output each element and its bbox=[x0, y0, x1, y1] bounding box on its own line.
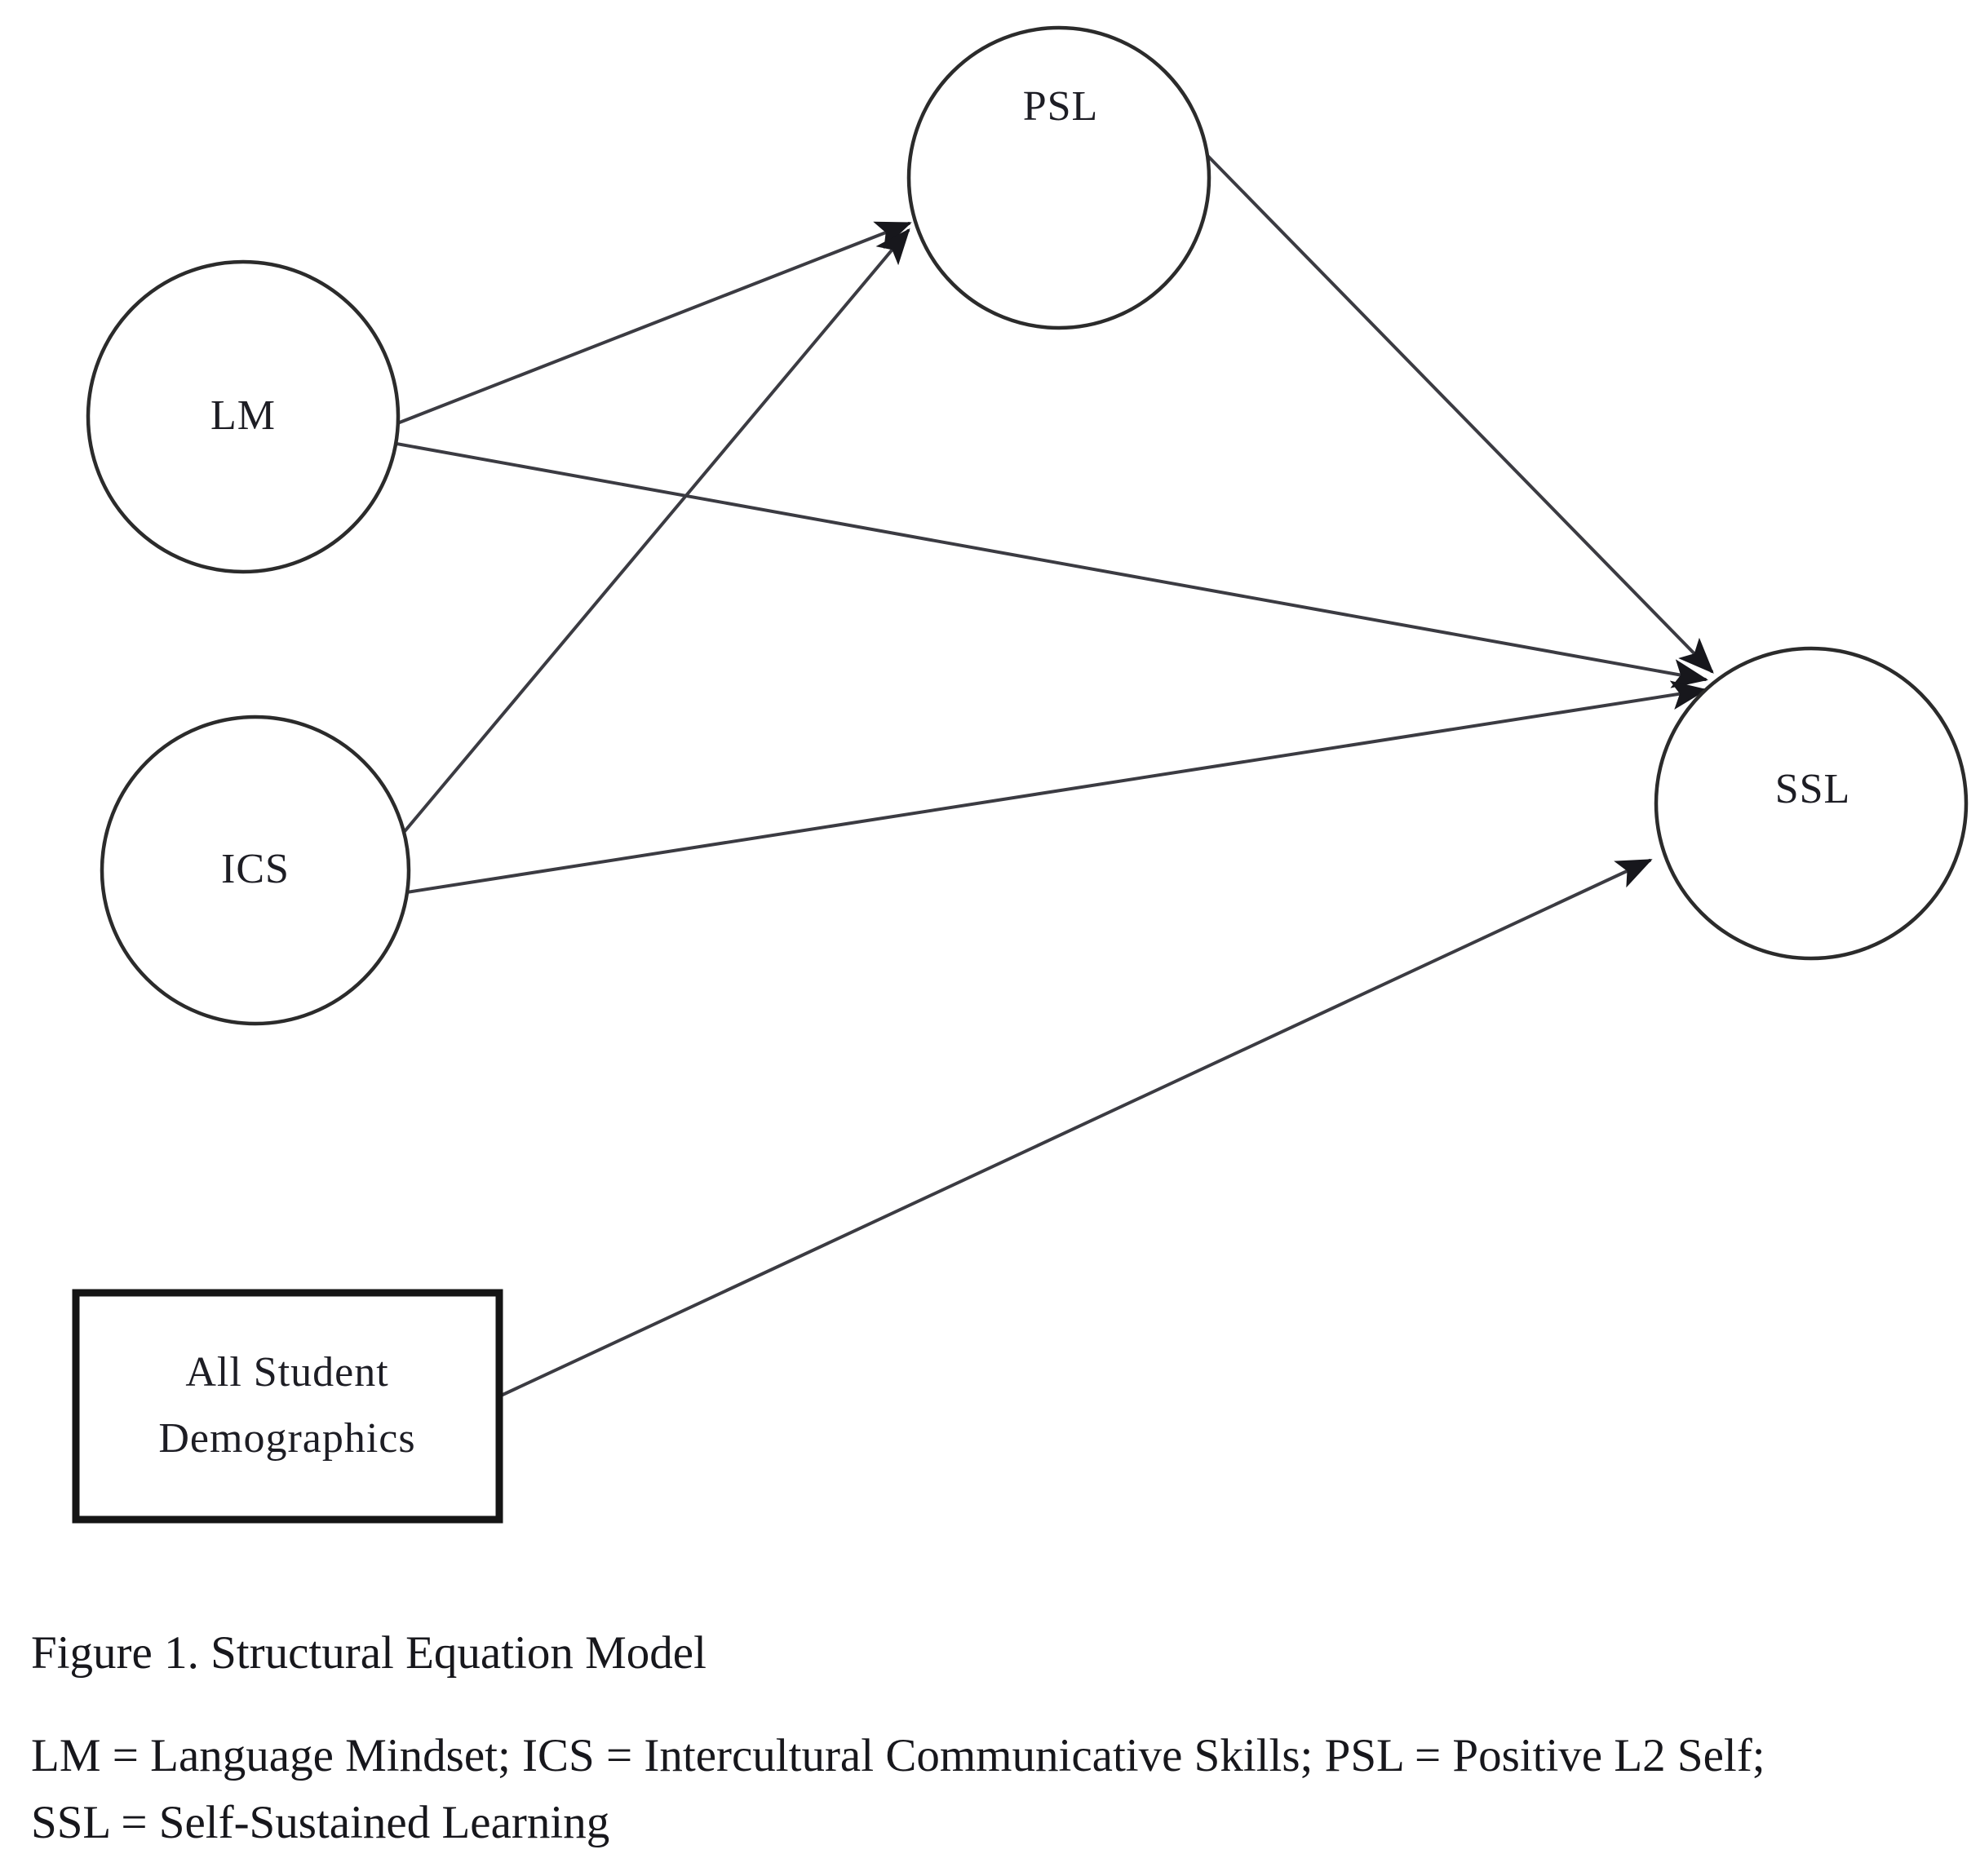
node-ssl-label: SSL bbox=[1775, 766, 1851, 812]
node-ics[interactable]: ICS bbox=[100, 715, 411, 1026]
figure-caption-title: Figure 1. Structural Equation Model bbox=[31, 1627, 707, 1679]
structural-equation-diagram: LM ICS PSL SSL All Student Demograph bbox=[72, 25, 1969, 1524]
node-lm-circle bbox=[86, 259, 401, 574]
node-lm-label: LM bbox=[210, 392, 276, 439]
figure-legend-line-2: SSL = Self-Sustained Learning bbox=[31, 1797, 610, 1849]
node-lm[interactable]: LM bbox=[86, 259, 401, 574]
node-ssl[interactable]: SSL bbox=[1654, 646, 1969, 961]
diagram-svg: LM ICS PSL SSL All Student Demograph bbox=[72, 25, 1969, 1524]
node-psl-label: PSL bbox=[1023, 83, 1099, 130]
node-ics-circle bbox=[100, 715, 411, 1026]
node-all-student-demographics[interactable]: All Student Demographics bbox=[72, 1289, 503, 1524]
node-demographics-label-line-1: All Student bbox=[185, 1349, 388, 1396]
node-psl[interactable]: PSL bbox=[906, 25, 1211, 330]
node-demographics-rect bbox=[72, 1289, 503, 1524]
edge-demographics-to-ssl bbox=[499, 859, 1653, 1397]
edge-ics-to-psl bbox=[396, 228, 910, 842]
node-ssl-circle bbox=[1654, 646, 1969, 961]
edge-psl-to-ssl bbox=[1183, 131, 1714, 674]
node-demographics-label-line-2: Demographics bbox=[158, 1415, 415, 1462]
figure-legend-line-1: LM = Language Mindset; ICS = Intercultur… bbox=[31, 1730, 1765, 1782]
node-ics-label: ICS bbox=[221, 846, 290, 892]
figure-caption-block: Figure 1. Structural Equation Model LM =… bbox=[31, 1623, 1907, 1853]
edge-lm-to-ssl bbox=[377, 439, 1708, 688]
edge-lm-to-psl bbox=[377, 221, 912, 432]
edge-ics-to-ssl bbox=[400, 680, 1708, 895]
node-psl-circle bbox=[906, 25, 1211, 330]
